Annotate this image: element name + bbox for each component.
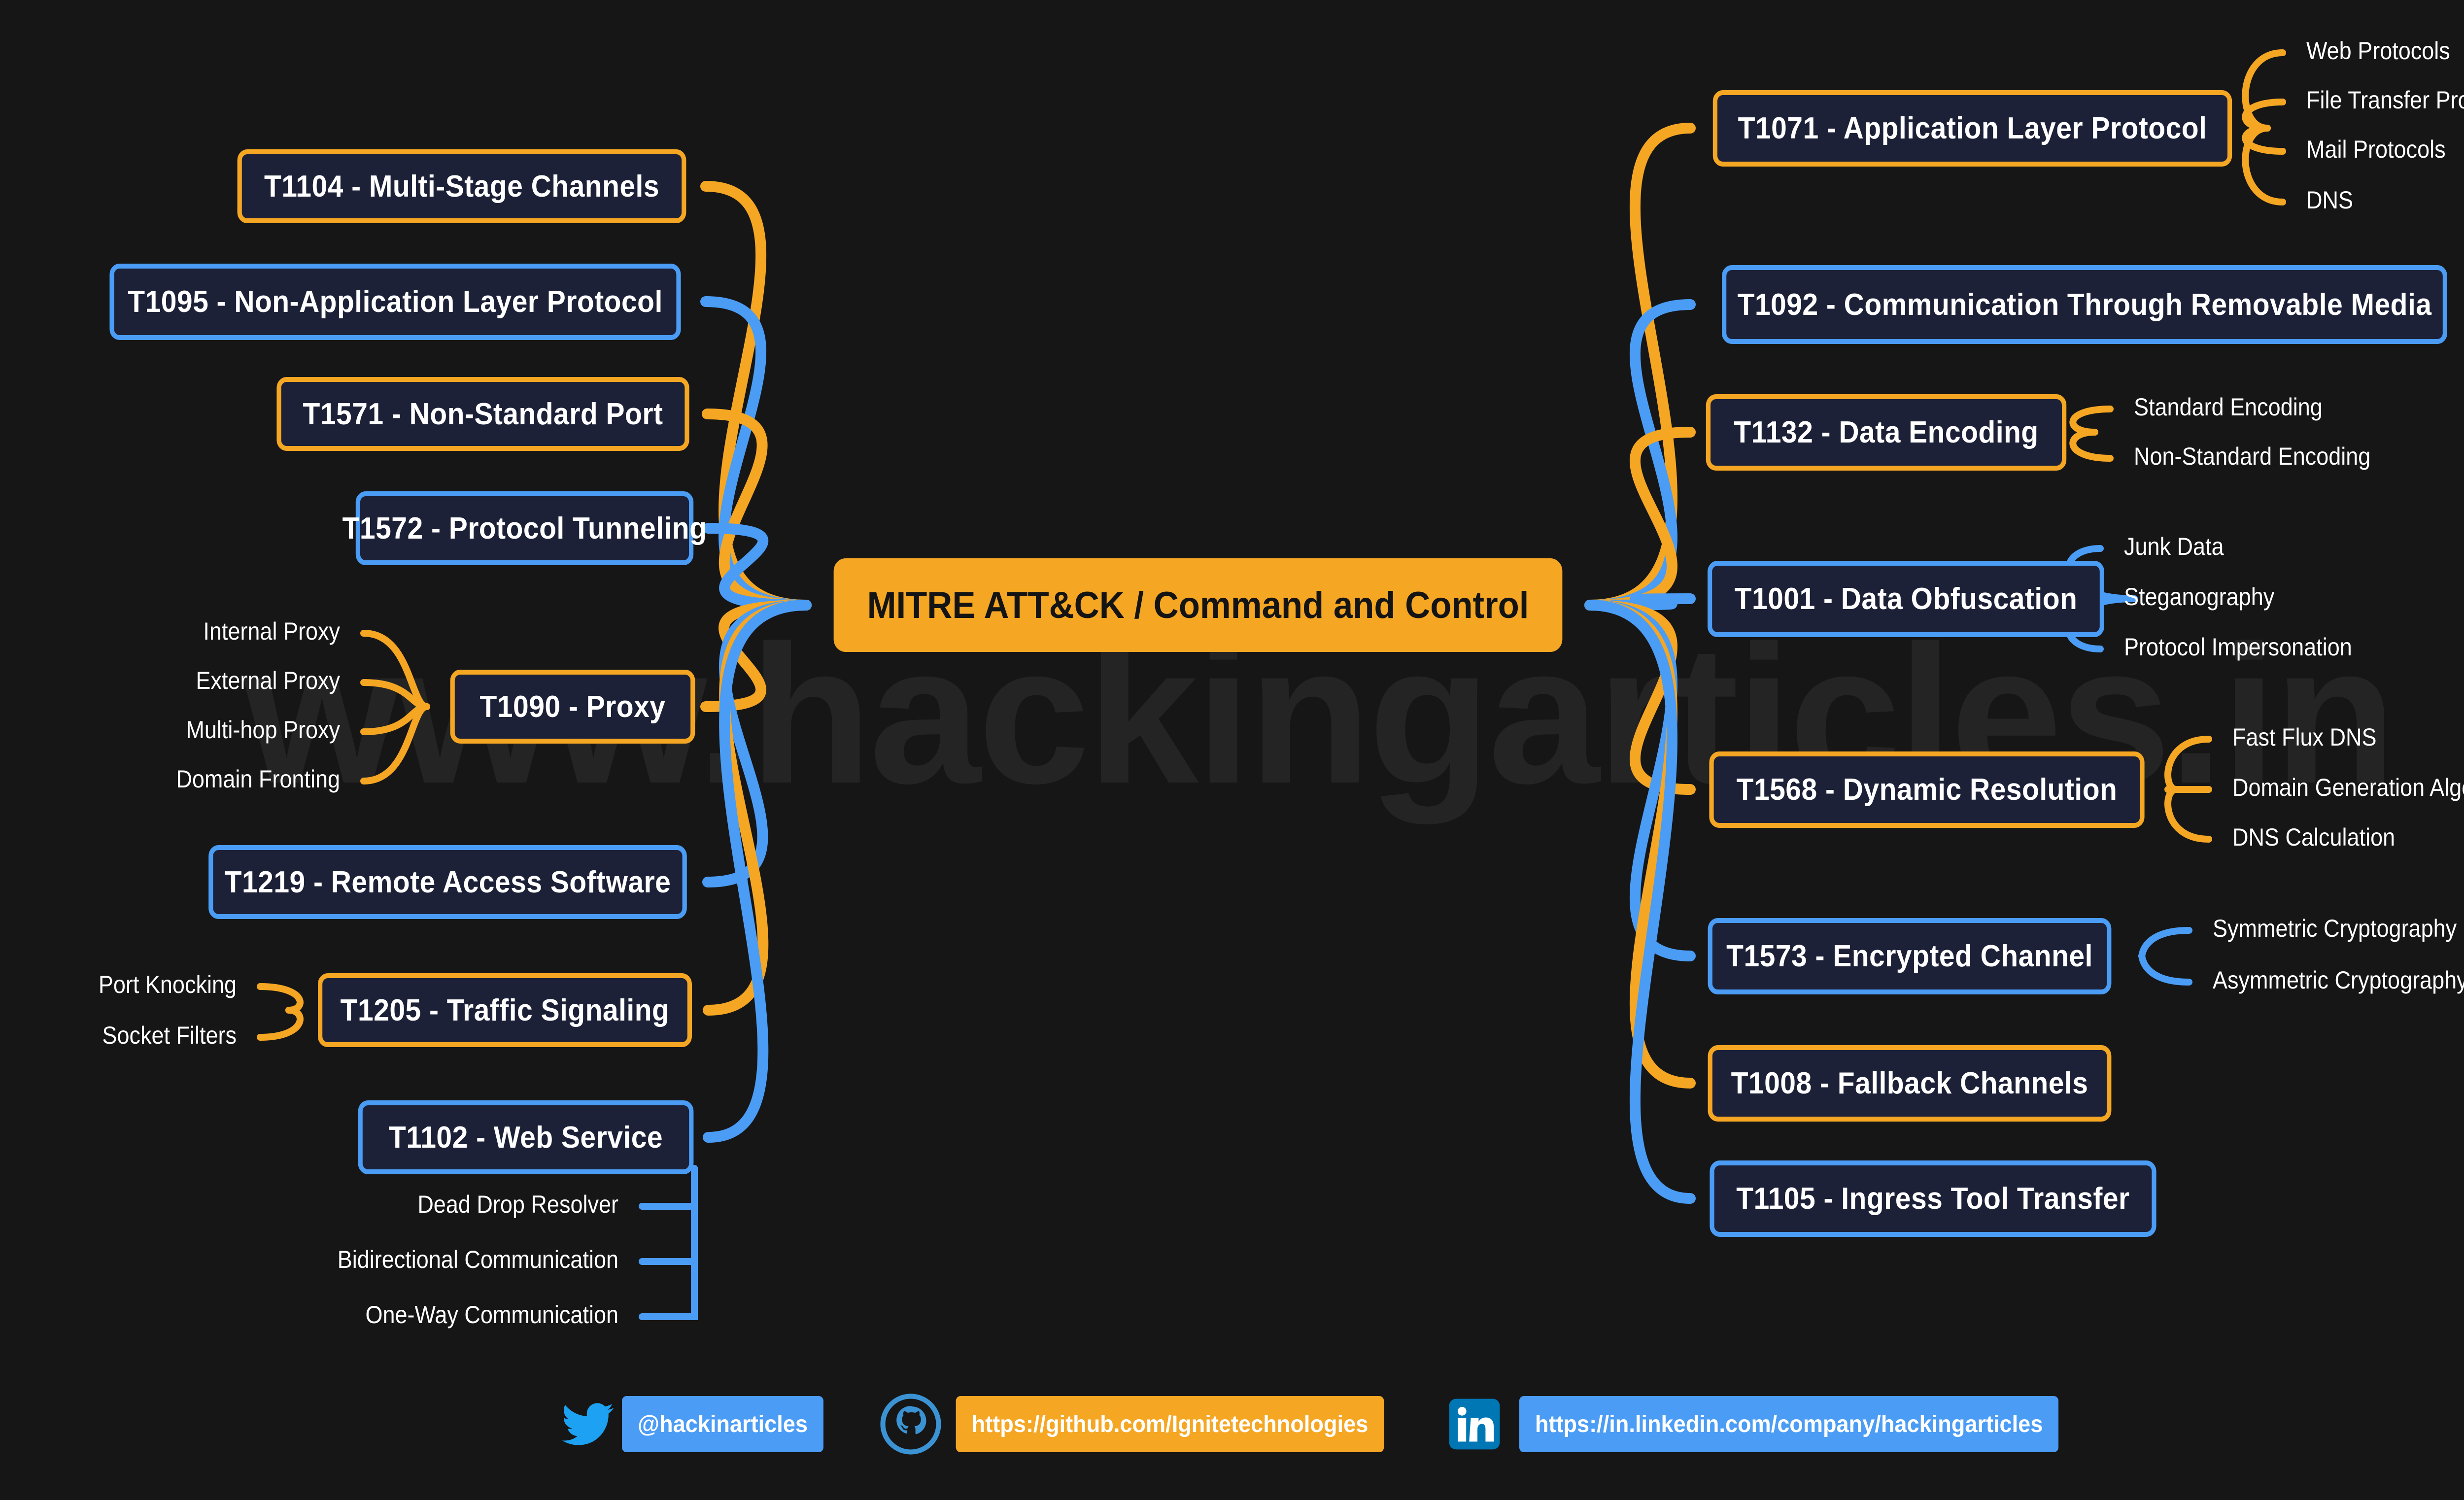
- connector: [639, 1165, 698, 1320]
- connector: [2069, 429, 2114, 462]
- mindmap-leaf[interactable]: Bidirectional Communication: [337, 1246, 618, 1273]
- node-label: T1095 - Non-Application Layer Protocol: [128, 284, 663, 319]
- connector: [1584, 593, 1696, 611]
- mindmap-leaf[interactable]: DNS: [2306, 186, 2354, 214]
- mindmap-leaf[interactable]: Fast Flux DNS: [2232, 723, 2377, 751]
- mindmap-leaf[interactable]: One-Way Communication: [365, 1301, 618, 1329]
- mindmap-leaf[interactable]: Symmetric Cryptography: [2213, 915, 2457, 942]
- connector: [257, 1007, 304, 1041]
- mindmap-leaf[interactable]: Asymmetric Cryptography: [2213, 966, 2464, 994]
- linkedin-in-icon: [1447, 1397, 1502, 1452]
- connector: [2164, 786, 2212, 843]
- connector: [360, 703, 430, 784]
- center-node-label: MITRE ATT&CK / Command and Control: [867, 584, 1529, 626]
- mindmap-leaf[interactable]: External Proxy: [196, 667, 340, 694]
- mindmap-leaf[interactable]: Web Protocols: [2306, 37, 2450, 65]
- connector: [2069, 406, 2114, 436]
- node-label: T1132 - Data Encoding: [1734, 415, 2039, 449]
- mindmap-node[interactable]: T1105 - Ingress Tool Transfer: [1710, 1160, 2156, 1237]
- mindmap-node[interactable]: T1104 - Multi-Stage Channels: [237, 149, 686, 223]
- node-label: T1573 - Encrypted Channel: [1726, 939, 2093, 973]
- node-label: T1568 - Dynamic Resolution: [1736, 772, 2118, 807]
- mindmap-leaf[interactable]: Domain Generation Algorithms: [2232, 774, 2464, 801]
- connector: [639, 1165, 698, 1265]
- node-label: T1105 - Ingress Tool Transfer: [1736, 1181, 2130, 1216]
- github-group[interactable]: https://github.com/Ignitetechnologies: [879, 1393, 1398, 1456]
- mindmap-node[interactable]: T1008 - Fallback Channels: [1708, 1045, 2112, 1122]
- connector: [700, 296, 812, 611]
- mindmap-node[interactable]: T1095 - Non-Application Layer Protocol: [109, 263, 681, 340]
- connector: [2242, 49, 2286, 132]
- connector: [1584, 600, 1696, 1204]
- mindmap-leaf[interactable]: File Transfer Protocols: [2306, 86, 2464, 114]
- node-label: T1008 - Fallback Channels: [1731, 1066, 2088, 1100]
- mindmap-node[interactable]: T1568 - Dynamic Resolution: [1709, 751, 2145, 828]
- connector: [703, 600, 812, 1143]
- mindmap-node[interactable]: T1573 - Encrypted Channel: [1708, 918, 2112, 994]
- mindmap-node[interactable]: T1205 - Traffic Signaling: [318, 973, 692, 1047]
- connector: [702, 409, 812, 611]
- linkedin-url-badge[interactable]: https://in.linkedin.com/company/hackinga…: [1519, 1396, 2059, 1452]
- mindmap-leaf[interactable]: Standard Encoding: [2134, 393, 2323, 421]
- twitter-handle-badge[interactable]: @hackinarticles: [622, 1396, 824, 1452]
- connector: [2138, 927, 2192, 959]
- connector: [1584, 123, 1696, 611]
- node-label: T1104 - Multi-Stage Channels: [264, 169, 660, 204]
- mindmap-leaf[interactable]: Junk Data: [2124, 533, 2224, 560]
- connector: [2138, 953, 2192, 986]
- connector: [2242, 125, 2286, 205]
- node-label: T1219 - Remote Access Software: [224, 865, 671, 899]
- mindmap-leaf[interactable]: Domain Fronting: [176, 765, 340, 793]
- node-label: T1090 - Proxy: [479, 689, 666, 724]
- mindmap-node[interactable]: T1090 - Proxy: [450, 670, 695, 744]
- mindmap-node[interactable]: T1572 - Protocol Tunneling: [342, 491, 707, 565]
- mindmap-leaf[interactable]: Steganography: [2124, 583, 2275, 611]
- connector: [360, 630, 430, 710]
- node-label: T1571 - Non-Standard Port: [303, 397, 663, 431]
- mindmap-node[interactable]: T1071 - Application Layer Protocol: [1712, 90, 2232, 167]
- node-label: T1071 - Application Layer Protocol: [1738, 111, 2207, 145]
- mindmap-leaf[interactable]: DNS Calculation: [2232, 823, 2396, 851]
- mindmap-leaf[interactable]: Non-Standard Encoding: [2134, 443, 2371, 470]
- node-label: T1572 - Protocol Tunneling: [342, 511, 707, 545]
- node-label: T1001 - Data Obfuscation: [1734, 581, 2078, 616]
- mindmap-node[interactable]: T1102 - Web Service: [358, 1100, 694, 1174]
- connector: [1584, 299, 1696, 611]
- mindmap-leaf[interactable]: Protocol Impersonation: [2124, 633, 2352, 661]
- mindmap-leaf[interactable]: Dead Drop Resolver: [417, 1191, 618, 1218]
- mindmap-leaf[interactable]: Internal Proxy: [203, 617, 340, 645]
- mindmap-leaf[interactable]: Multi-hop Proxy: [186, 716, 340, 744]
- social-footer: @hackinarticles https://github.com/Ignit…: [0, 1380, 2464, 1468]
- mindmap-leaf[interactable]: Mail Protocols: [2306, 136, 2446, 163]
- connector: [257, 983, 304, 1014]
- twitter-bird-icon: [561, 1397, 616, 1451]
- center-node[interactable]: MITRE ATT&CK / Command and Control: [833, 558, 1563, 652]
- mindmap-leaf[interactable]: Port Knocking: [98, 971, 237, 998]
- node-label: T1092 - Communication Through Removable …: [1737, 287, 2432, 322]
- connector: [703, 523, 812, 611]
- connector: [1584, 600, 1696, 795]
- connector: [2164, 736, 2212, 793]
- node-label: T1205 - Traffic Signaling: [340, 993, 670, 1027]
- mindmap-node[interactable]: T1092 - Communication Through Removable …: [1722, 265, 2447, 344]
- mindmap-node[interactable]: T1571 - Non-Standard Port: [276, 377, 689, 451]
- twitter-group[interactable]: @hackinarticles: [561, 1396, 830, 1452]
- mindmap-node[interactable]: T1001 - Data Obfuscation: [1708, 560, 2104, 637]
- mindmap-node[interactable]: T1132 - Data Encoding: [1706, 394, 2067, 471]
- github-url-badge[interactable]: https://github.com/Ignitetechnologies: [956, 1396, 1384, 1452]
- mindmap-leaf[interactable]: Socket Filters: [102, 1022, 237, 1049]
- linkedin-group[interactable]: https://in.linkedin.com/company/hackinga…: [1447, 1396, 2076, 1452]
- node-label: T1102 - Web Service: [388, 1120, 663, 1155]
- mindmap-node[interactable]: T1219 - Remote Access Software: [208, 845, 687, 919]
- github-cat-icon: [879, 1393, 942, 1456]
